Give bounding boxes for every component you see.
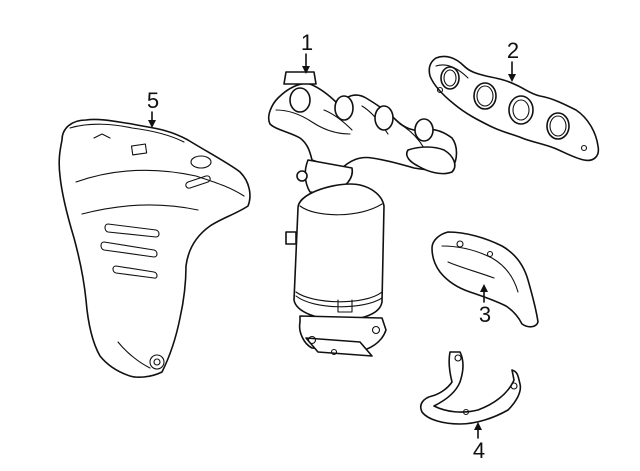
manifold-gasket-part[interactable] [428, 55, 600, 162]
callout-leaders [148, 53, 516, 439]
leader-arrow-3 [480, 284, 488, 292]
leader-arrow-1 [302, 66, 310, 74]
support-strap-part[interactable] [419, 351, 522, 425]
heat-shield-part[interactable] [58, 118, 251, 378]
callout-label-2: 2 [507, 38, 519, 63]
callout-label-4: 4 [473, 438, 485, 463]
callout-label-5: 5 [147, 88, 159, 113]
callout-label-3: 3 [479, 302, 491, 327]
leader-arrow-5 [148, 120, 156, 128]
leader-arrow-4 [474, 422, 482, 430]
bracket-part[interactable] [431, 231, 539, 328]
exhaust-manifold-converter-part[interactable] [267, 71, 458, 357]
callout-label-1: 1 [301, 30, 313, 55]
leader-arrow-2 [508, 74, 516, 82]
